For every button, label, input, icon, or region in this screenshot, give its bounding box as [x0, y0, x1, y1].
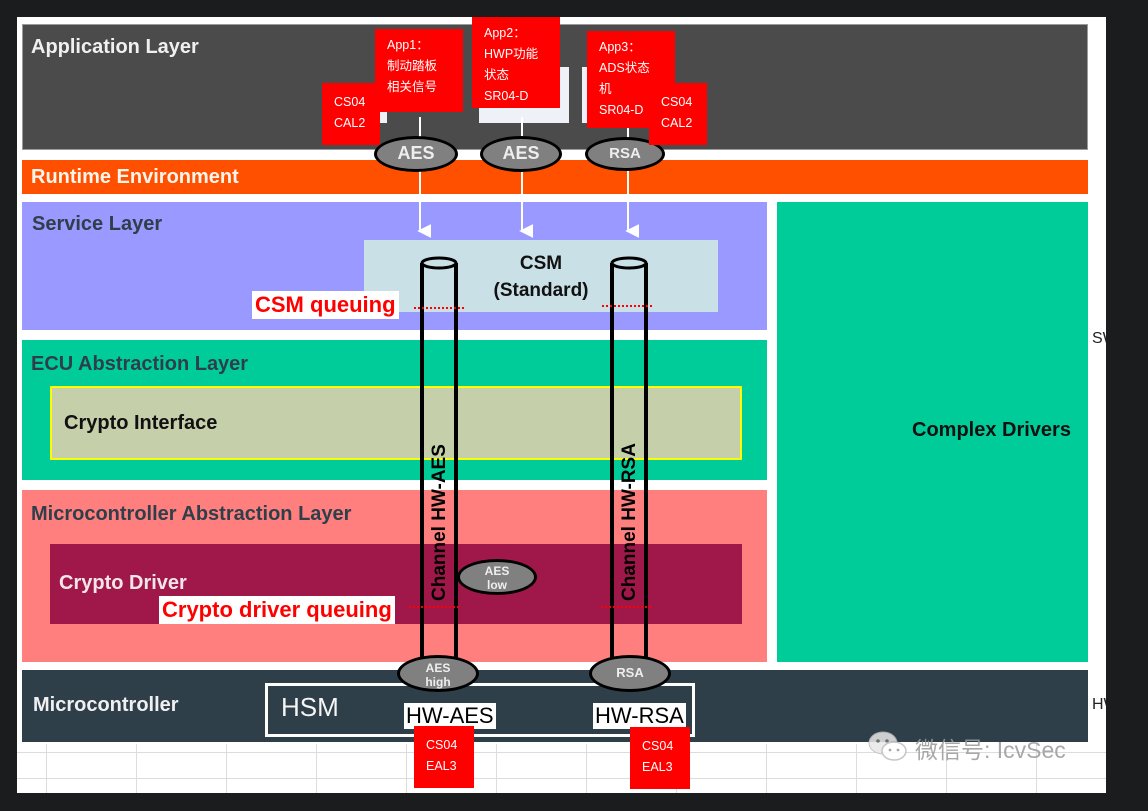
mcal-layer-title: Microcontroller Abstraction Layer: [31, 503, 352, 525]
hsm-label: HSM: [281, 692, 339, 722]
crypto-interface-module: Crypto Interface: [50, 386, 742, 460]
grid-line: [856, 744, 857, 793]
job-aes-low-line1: AES: [484, 564, 510, 578]
complex-drivers-label: Complex Drivers: [912, 419, 1071, 441]
application-layer-title: Application Layer: [31, 36, 199, 58]
csm-title: CSM: [519, 253, 563, 274]
csm-queuing-label: CSM queuing: [252, 291, 399, 319]
grid-line: [496, 744, 497, 793]
job-aes-high-line2: high: [425, 675, 451, 689]
job-rsa-hw: RSA: [589, 655, 671, 692]
grid-line: [1036, 744, 1037, 793]
watermark-text: 微信号: IcvSec: [915, 737, 1066, 763]
channel-hw-aes-label: Channel HW-AES: [429, 444, 450, 601]
csm-subtitle: (Standard): [493, 280, 589, 301]
grid-line: [586, 744, 587, 793]
app2-box: App2： HWP功能 状态 SR04-D: [472, 17, 560, 108]
ecu-layer-title: ECU Abstraction Layer: [31, 353, 249, 375]
hsm-box: HSM: [265, 683, 695, 737]
csm-queue-dots-rsa: [602, 305, 652, 307]
job-aes-high: AES high: [397, 655, 479, 692]
crypto-interface-label: Crypto Interface: [64, 412, 218, 434]
eal-badge-hw-rsa: CS04 EAL3: [630, 727, 690, 789]
channel-hw-rsa-label: Channel HW-RSA: [619, 443, 640, 601]
rte-title: Runtime Environment: [31, 166, 239, 188]
watermark: 微信号: IcvSec: [865, 727, 1105, 763]
crypto-driver-queuing-label: Crypto driver queuing: [159, 596, 395, 624]
grid-line: [316, 744, 317, 793]
grid-line: [46, 744, 47, 793]
microcontroller-layer: Microcontroller: [22, 670, 1088, 742]
complex-drivers: Complex Drivers: [777, 202, 1088, 662]
grid-line: [946, 744, 947, 793]
grid-line: [136, 744, 137, 793]
app1-box: App1： 制动踏板 相关信号: [375, 29, 463, 112]
job-rsa-app3: RSA: [585, 137, 665, 171]
hw-rsa-label: HW-RSA: [593, 703, 686, 729]
grid-line: [226, 744, 227, 793]
grid-line: [406, 744, 407, 793]
job-aes-app2: AES: [480, 136, 562, 172]
csm-module: CSM (Standard): [364, 240, 718, 312]
driver-queue-dots-rsa: [601, 606, 651, 608]
microcontroller-title: Microcontroller: [33, 694, 179, 716]
eal-badge-hw-aes: CS04 EAL3: [414, 726, 474, 788]
hw-aes-label: HW-AES: [404, 703, 496, 729]
diagram-canvas: Application Layer Runtime Environment Se…: [17, 17, 1106, 793]
runtime-environment: Runtime Environment: [22, 160, 1088, 194]
grid-line: [17, 778, 1106, 779]
job-aes-low: AES low: [457, 559, 537, 595]
csm-queue-dots-aes: [414, 307, 464, 309]
wechat-icon: [868, 731, 907, 761]
grid-line: [766, 744, 767, 793]
grid-line: [17, 752, 1106, 753]
job-aes-high-line1: AES: [425, 661, 451, 675]
service-layer-title: Service Layer: [32, 213, 163, 235]
job-aes-low-line2: low: [487, 578, 507, 592]
hw-label: HW: [1092, 696, 1106, 713]
crypto-driver-label: Crypto Driver: [59, 572, 187, 594]
driver-queue-dots-aes: [409, 606, 459, 608]
cal-badge-app3: CS04 CAL2: [649, 83, 707, 145]
sw-label: SW: [1092, 330, 1106, 347]
cal-badge-app1: CS04 CAL2: [322, 83, 380, 145]
job-aes-app1: AES: [374, 136, 458, 172]
